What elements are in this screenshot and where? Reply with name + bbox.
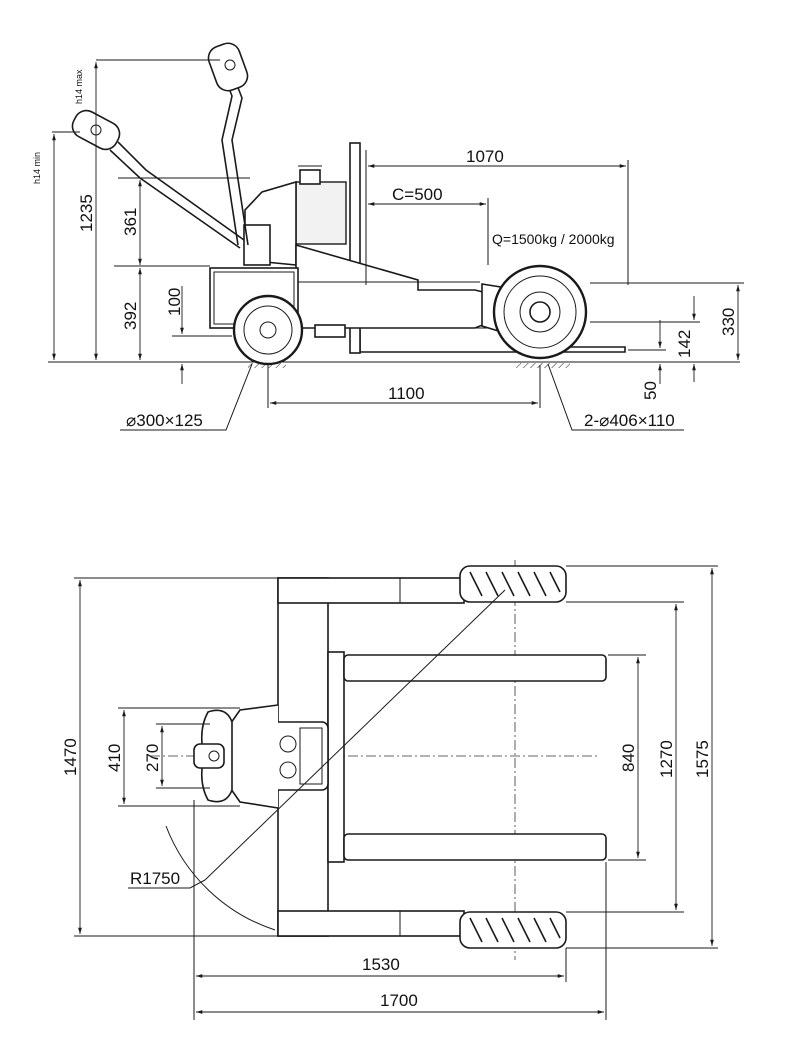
drive-wheel-rim [243,305,293,355]
label-1270: 1270 [657,740,676,778]
label-c500: C=500 [392,185,443,204]
tiller-cover [225,704,279,809]
load-wheel-hub [529,301,551,323]
label-1235: 1235 [77,194,96,232]
bottom-outrigger [277,910,465,937]
label-100: 100 [165,288,184,316]
label-361: 361 [121,208,140,236]
label-142: 142 [675,330,694,358]
label-330: 330 [719,308,738,336]
label-1070: 1070 [466,147,504,166]
label-drive-wheel: ⌀300×125 [126,411,203,430]
tiller-head-max [207,42,249,92]
leader-drive-wheel [120,363,253,431]
label-840: 840 [619,744,638,772]
label-410: 410 [105,744,124,772]
tiller-button [208,750,220,762]
leader-r1750 [128,879,206,889]
ground-hatch-load [515,363,570,368]
label-r1750: R1750 [130,869,180,888]
label-load-wheels: 2-⌀406×110 [584,411,675,430]
turning-arc [165,825,276,931]
mast [349,142,361,354]
label-h14-max: h14 max [74,69,84,104]
ground-hatch-drive [248,363,286,368]
load-wheel-bottom-tread [469,917,561,943]
radius-line [204,589,506,881]
label-50: 50 [641,381,660,400]
load-wheel-tread [503,275,577,349]
fork-bracket [314,324,346,338]
steering-column [243,224,271,266]
load-wheel-top [459,565,567,603]
drive-wheel-hub [259,321,277,339]
side-view: h14 max h14 min 1235 361 392 100 1070 C=… [32,42,744,431]
top-view: R1750 1470 410 270 840 1270 1575 [61,560,718,1020]
label-h14-min: h14 min [32,152,42,184]
tiller-arm-max [221,69,239,246]
leader-load-wheels [547,363,684,431]
label-270: 270 [143,744,162,772]
label-1100: 1100 [388,384,425,403]
label-1575: 1575 [693,740,712,778]
top-outrigger [277,577,465,604]
label-1530: 1530 [362,955,400,974]
chassis [295,243,496,329]
fork-upper [343,654,607,682]
drive-housing-knob-top [279,735,297,753]
drive-housing-knob-bottom [279,761,297,779]
label-392: 392 [121,302,140,330]
load-wheel-bottom [459,911,567,949]
fork-lower [343,833,607,861]
label-1700: 1700 [380,991,418,1010]
load-wheel-rim [519,291,561,333]
tiller-head-max-knob [224,59,236,71]
drive-housing-plate [299,727,323,785]
tiller-arm-min-inner [117,141,245,241]
battery-box [295,181,347,245]
label-1470: 1470 [61,738,80,776]
fork-bottom [360,346,626,353]
label-capacity: Q=1500kg / 2000kg [492,231,615,247]
battery-cap [299,169,321,185]
load-wheel-top-tread [469,571,561,597]
fork-carriage [327,651,345,863]
